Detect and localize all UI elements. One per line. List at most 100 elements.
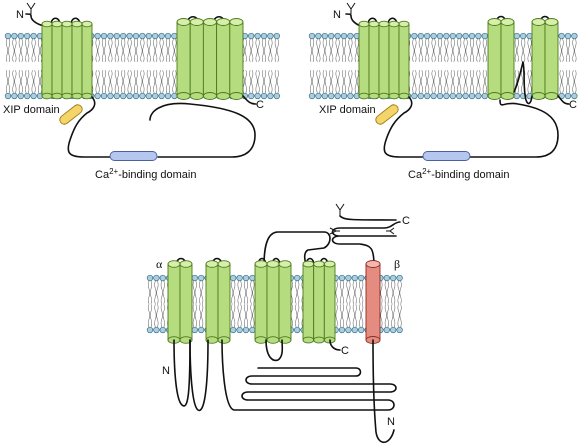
lipid-tail bbox=[95, 38, 98, 62]
lipid-tail bbox=[425, 38, 428, 62]
lipid-tail bbox=[174, 38, 177, 62]
lipid-head bbox=[249, 274, 256, 282]
lipid-tail bbox=[316, 70, 319, 94]
glycosylation-icon bbox=[346, 2, 356, 14]
lipid-head bbox=[347, 92, 354, 100]
lipid-tail bbox=[574, 70, 577, 94]
alpha-n-terminal-chain bbox=[173, 339, 191, 407]
lipid-head bbox=[158, 32, 165, 40]
lipid-head bbox=[443, 32, 450, 40]
lipid-tail bbox=[346, 280, 349, 304]
helix-body bbox=[71, 23, 83, 97]
lipid-tail bbox=[270, 70, 273, 94]
lipid-tail bbox=[527, 70, 530, 94]
lipid-tail bbox=[437, 38, 441, 62]
lipid-tail bbox=[142, 70, 145, 94]
lipid-head bbox=[230, 274, 237, 282]
helix-bottom bbox=[358, 92, 370, 100]
lipid-tail bbox=[561, 70, 564, 94]
lipid-tail bbox=[352, 304, 355, 328]
lipid-head bbox=[347, 32, 354, 40]
lipid-tail bbox=[237, 304, 240, 328]
lipid-tail bbox=[346, 304, 349, 328]
alpha-helix-bundle-1 bbox=[167, 260, 193, 344]
helix-bottom bbox=[216, 92, 231, 100]
helix-top bbox=[531, 18, 546, 26]
ca-binding-domain bbox=[109, 151, 158, 161]
lipid-tail bbox=[482, 70, 485, 94]
lipid-head bbox=[564, 32, 572, 40]
lipid-tail bbox=[249, 38, 252, 62]
lipid-tail bbox=[452, 70, 455, 94]
lipid-head bbox=[462, 92, 469, 100]
lipid-head bbox=[198, 274, 205, 282]
lipid-tail bbox=[149, 304, 153, 328]
beta-n-terminus-label: N bbox=[387, 416, 395, 428]
helix-bottom bbox=[266, 336, 280, 344]
lipid-head bbox=[126, 92, 133, 100]
lipid-head bbox=[132, 92, 140, 100]
helix-top bbox=[179, 260, 193, 268]
lipid-head bbox=[198, 326, 205, 334]
lipid-tail bbox=[135, 70, 139, 94]
lipid-tail bbox=[231, 304, 234, 328]
helix-top bbox=[81, 20, 93, 28]
alpha-subunit-label: α bbox=[156, 257, 163, 271]
helix-bottom bbox=[41, 92, 53, 100]
lipid-tail bbox=[354, 280, 357, 304]
lipid-head bbox=[164, 32, 172, 40]
lipid-head bbox=[100, 92, 108, 100]
lipid-head bbox=[390, 274, 397, 282]
helix-top bbox=[217, 260, 231, 268]
cytoplasmic-loop bbox=[67, 96, 256, 158]
helix-body bbox=[278, 263, 292, 341]
lipid-head bbox=[24, 92, 31, 100]
lipid-head bbox=[417, 92, 424, 100]
xip-domain-label: XIP domain bbox=[3, 104, 60, 116]
lipid-tail bbox=[297, 304, 300, 328]
beta-n-terminal-chain bbox=[372, 339, 395, 444]
lipid-head bbox=[475, 32, 482, 40]
helix-body bbox=[323, 263, 336, 341]
lipid-head bbox=[146, 274, 154, 282]
lipid-tail bbox=[172, 38, 175, 62]
lipid-tail bbox=[250, 280, 253, 304]
lipid-tail bbox=[142, 38, 145, 62]
lipid-tail bbox=[335, 280, 338, 304]
glycosylation-icon bbox=[335, 203, 345, 216]
helix-bottom bbox=[81, 92, 93, 100]
helix-top bbox=[500, 18, 515, 26]
lipid-tail bbox=[559, 70, 562, 94]
lipid-tail bbox=[348, 70, 351, 94]
lipid-head bbox=[267, 32, 274, 40]
lipid-tail bbox=[420, 38, 423, 62]
lipid-tail bbox=[311, 70, 315, 94]
helix-bottom bbox=[398, 92, 410, 100]
lipid-tail bbox=[354, 70, 357, 94]
lipid-tail bbox=[437, 70, 441, 94]
lipid-tail bbox=[356, 38, 359, 62]
helix-top bbox=[176, 18, 191, 26]
lipid-head bbox=[107, 32, 114, 40]
lipid-head bbox=[383, 326, 390, 334]
lipid-tail bbox=[309, 70, 313, 94]
lipid-tail bbox=[148, 38, 151, 62]
lipid-tail bbox=[446, 38, 449, 62]
lipid-tail bbox=[270, 38, 273, 62]
alpha-helix-bundle-4 bbox=[302, 260, 336, 344]
helix-body bbox=[254, 263, 268, 341]
lipid-tail bbox=[529, 38, 532, 62]
lipid-tail bbox=[393, 304, 396, 328]
lipid-tail bbox=[276, 70, 279, 94]
helix-top bbox=[266, 260, 280, 268]
helix-top bbox=[189, 18, 204, 26]
lipid-head bbox=[443, 92, 450, 100]
lipid-tail bbox=[245, 280, 249, 304]
lipid-head bbox=[249, 326, 256, 334]
lipid-tail bbox=[352, 280, 355, 304]
helix-body bbox=[500, 21, 515, 97]
helix-top bbox=[41, 20, 53, 28]
lipid-tail bbox=[123, 38, 126, 62]
lipid-tail bbox=[257, 70, 260, 94]
